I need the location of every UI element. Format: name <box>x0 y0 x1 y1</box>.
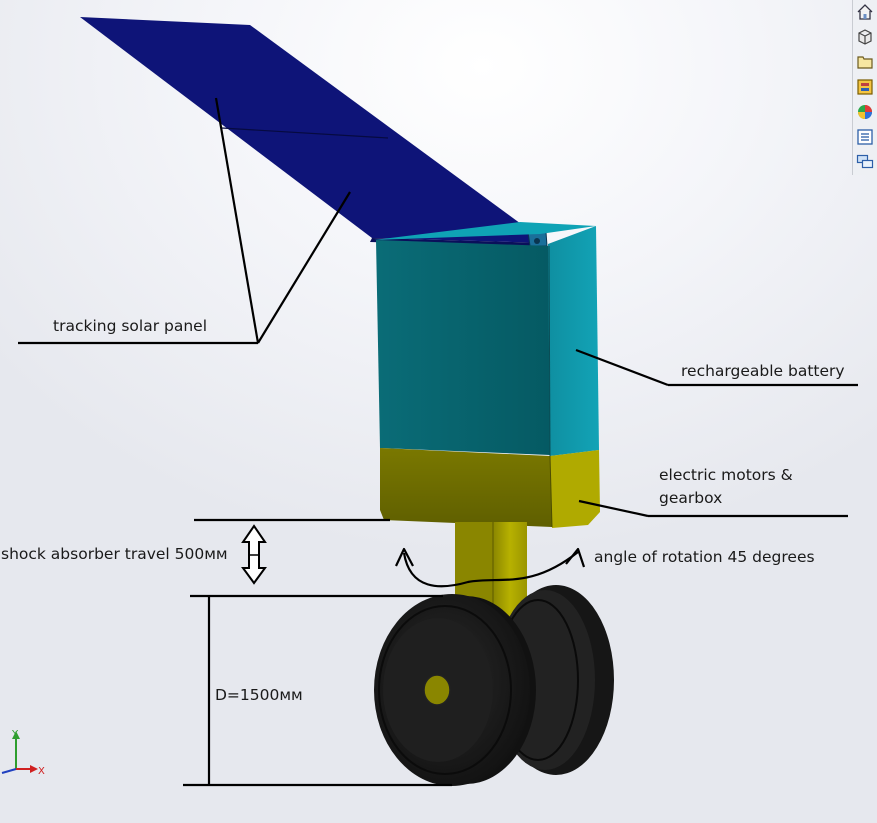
gearbox-edge <box>549 455 553 528</box>
label-battery: rechargeable battery <box>681 362 845 380</box>
battery-top <box>374 222 596 240</box>
solar-panel-seam <box>221 127 389 139</box>
x-axis-label: X <box>38 766 45 777</box>
label-motors: electric motors & gearbox <box>659 464 793 510</box>
label-solar-panel: tracking solar panel <box>53 317 208 335</box>
gearbox-front <box>380 448 552 527</box>
front-tire-rim-edge <box>378 605 512 775</box>
label-shock-travel: shock absorber travel 500мм <box>1 545 228 563</box>
home-view-icon[interactable] <box>854 1 876 23</box>
rotation-arrow <box>395 547 586 588</box>
rechargeable-battery <box>374 222 599 457</box>
label-motors-line2: gearbox <box>659 489 723 507</box>
solar-panel <box>80 17 548 247</box>
front-hub <box>423 674 451 706</box>
label-rotation: angle of rotation 45 degrees <box>594 548 815 566</box>
design-library-icon[interactable] <box>854 76 876 98</box>
label-motors-line1: electric motors & <box>659 466 793 484</box>
battery-side <box>548 226 599 456</box>
battery-edge <box>548 245 551 457</box>
z-axis-line <box>1 768 17 774</box>
open-folder-icon[interactable] <box>854 51 876 73</box>
electric-motors-gearbox <box>380 448 600 528</box>
battery-front <box>376 240 550 455</box>
appearance-icon[interactable] <box>854 101 876 123</box>
shock-dimension <box>190 518 443 598</box>
coordinate-triad: Y X <box>1 729 45 777</box>
motors-leader <box>578 499 848 518</box>
gearbox-side <box>550 450 600 528</box>
solar-panel-surface <box>80 17 547 243</box>
battery-leader <box>575 348 858 387</box>
diameter-dimension <box>183 596 452 787</box>
y-axis-label: Y <box>11 729 19 740</box>
forum-icon[interactable] <box>854 151 876 173</box>
y-axis-arrow <box>12 731 20 739</box>
view-cube-icon[interactable] <box>854 26 876 48</box>
task-pane-toolbar <box>852 0 877 175</box>
front-wheel <box>374 594 536 786</box>
panel-pivot <box>534 238 540 244</box>
x-axis-arrow <box>30 765 38 773</box>
custom-properties-icon[interactable] <box>854 126 876 148</box>
solar-panel-leaders <box>18 97 351 345</box>
label-diameter: D=1500мм <box>215 686 303 704</box>
